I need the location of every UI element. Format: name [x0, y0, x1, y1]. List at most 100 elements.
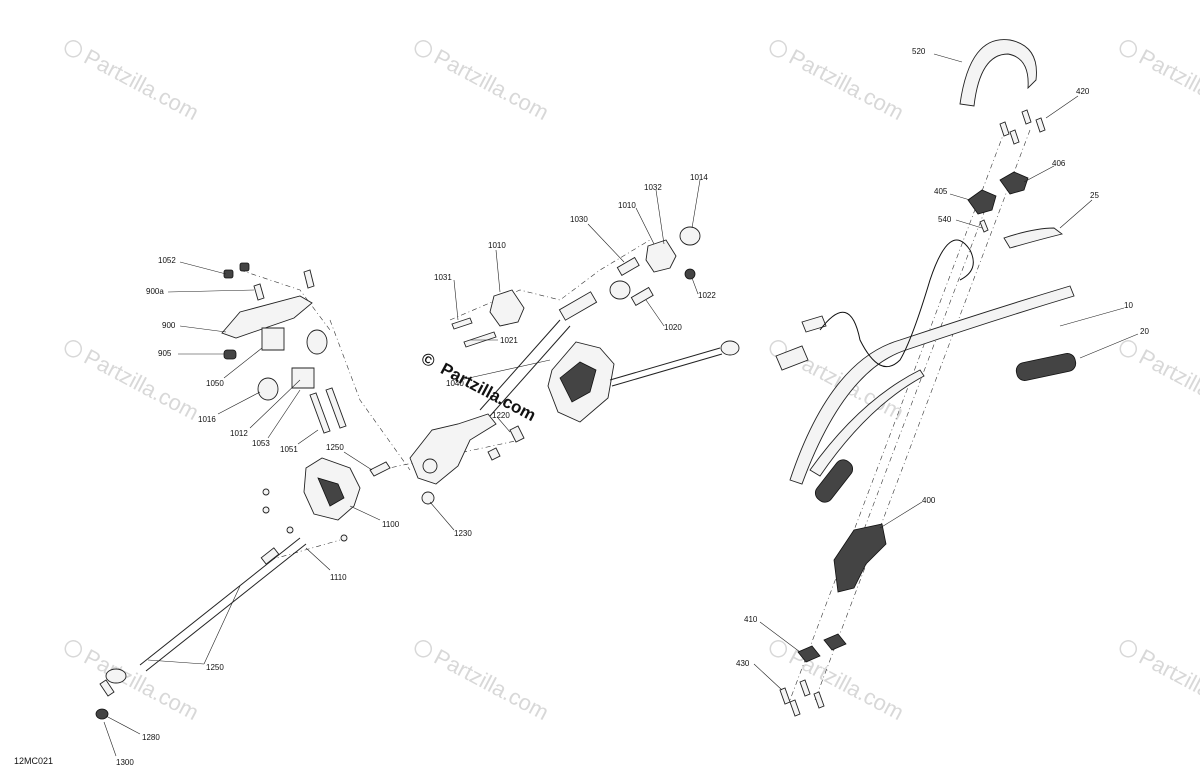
- rod-end-right: [720, 340, 740, 356]
- upper-bracket-assembly: [221, 262, 347, 434]
- callout-label: 540: [938, 215, 952, 224]
- washer-1230: [421, 491, 435, 505]
- callout-label: 420: [1076, 87, 1090, 96]
- callout-label: 10: [1124, 301, 1133, 310]
- svg-text:Partzilla.com: Partzilla.com: [80, 44, 203, 125]
- callout-label: 900: [162, 321, 176, 330]
- bushing-1016: [257, 377, 279, 401]
- callout-label: 25: [1090, 191, 1099, 200]
- clamp-405: [967, 189, 997, 215]
- sleeve-1030: [616, 256, 640, 276]
- bolt-1051a: [309, 392, 331, 434]
- callout-label: 1010: [618, 201, 636, 210]
- grip-left: [814, 459, 854, 503]
- callout-label: 1280: [142, 733, 160, 742]
- callout-labels: 520 420 406 405 25 540 10 20 400 410 430…: [116, 47, 1149, 767]
- callout-label: 1110: [330, 573, 347, 582]
- callout-label: 1220: [492, 411, 510, 420]
- sleeve-1020: [630, 286, 654, 306]
- bushing-1016-upper: [306, 329, 328, 355]
- callout-label: 1016: [198, 415, 216, 424]
- bolt-430a: [779, 687, 791, 705]
- svg-text:Partzilla.com: Partzilla.com: [430, 644, 553, 725]
- bolt-420b: [1021, 109, 1032, 125]
- watermark-tile: Partzilla.com: [769, 40, 908, 125]
- bracket-900: [221, 295, 313, 339]
- watermark-tile: Partzilla.com: [1119, 640, 1200, 725]
- callout-label: 1022: [698, 291, 716, 300]
- svg-text:©: ©: [418, 349, 438, 372]
- clamp-1010-right: [645, 239, 677, 273]
- callout-label: 430: [736, 659, 750, 668]
- bolt-900a: [253, 283, 265, 301]
- steering-support-1100: [262, 457, 391, 542]
- callout-label: 1030: [570, 215, 588, 224]
- connector: [801, 315, 827, 333]
- callout-label: 1021: [500, 336, 518, 345]
- steering-head-cover: [547, 340, 740, 423]
- svg-text:Partzilla.com: Partzilla.com: [430, 44, 553, 125]
- callout-label: 1052: [158, 256, 176, 265]
- watermark-tile: Partzilla.com: [64, 340, 203, 425]
- bushing-1020: [609, 280, 631, 300]
- callout-label: 1250: [326, 443, 344, 452]
- clamp-406: [999, 171, 1029, 195]
- wiring-harness: [819, 239, 974, 368]
- watermark-tile: Partzilla.com: [1119, 340, 1200, 425]
- watermark-tile: Partzilla.com: [414, 40, 553, 125]
- handlebar-tube-10: [789, 285, 1075, 485]
- callout-label: 400: [922, 496, 936, 505]
- bolt-1031: [451, 317, 473, 330]
- column-arm: [409, 413, 497, 485]
- bolt-540: [979, 219, 989, 233]
- bolt-top: [303, 269, 315, 289]
- callout-label: 1300: [116, 758, 134, 767]
- clamp-1050-lower: [291, 367, 315, 389]
- callout-label: 405: [934, 187, 948, 196]
- assembly-axes: [239, 129, 1031, 701]
- bolt-1021: [463, 331, 497, 348]
- callout-label: 905: [158, 349, 172, 358]
- washer-905: [223, 349, 237, 360]
- svg-text:Partzilla.com: Partzilla.com: [80, 344, 203, 425]
- bushing-1014: [679, 226, 701, 246]
- callout-label: 1010: [488, 241, 506, 250]
- steering-shaft-1110: [95, 537, 307, 720]
- bolt-430d: [813, 691, 825, 709]
- callout-label: 1100: [382, 520, 400, 529]
- bolt-420a: [999, 121, 1010, 137]
- callout-label: 1040: [446, 379, 464, 388]
- clamp-1050-upper: [261, 327, 285, 351]
- bolt-1250: [369, 461, 391, 477]
- callout-label: 1053: [252, 439, 270, 448]
- nut-1052b: [239, 262, 250, 272]
- bolt-420d: [1035, 117, 1046, 133]
- svg-text:Partzilla.com: Partzilla.com: [785, 44, 908, 125]
- leader-lines: [103, 53, 1139, 757]
- clamp-410a: [797, 645, 821, 663]
- clamp-410b: [823, 633, 847, 651]
- handlebar-assembly: [775, 39, 1077, 717]
- bolt-430c: [789, 699, 801, 717]
- clamp-1010-center: [489, 289, 525, 327]
- bolt-1051b: [325, 387, 347, 429]
- callout-label: 20: [1140, 327, 1149, 336]
- bolt-430b: [799, 679, 811, 697]
- bolt-1220: [509, 425, 525, 443]
- watermark-tile: Partzilla.com: [414, 640, 553, 725]
- callout-label: 1032: [644, 183, 662, 192]
- svg-text:Partzilla.com: Partzilla.com: [1135, 644, 1200, 725]
- riser-clamp-400: [833, 523, 887, 593]
- copyright-stamp: © Partzilla.com: [418, 349, 539, 425]
- throttle-lever-25: [1003, 227, 1064, 249]
- watermark-tile: Partzilla.com: [1119, 40, 1200, 125]
- callout-label: 1014: [690, 173, 708, 182]
- callout-label: 1031: [434, 273, 452, 282]
- watermark-tile: Partzilla.com: [64, 640, 203, 725]
- callout-label: 1230: [454, 529, 472, 538]
- callout-label: 520: [912, 47, 926, 56]
- switch-housing: [775, 345, 809, 371]
- steering-column-assembly: [409, 226, 701, 505]
- callout-label: 1051: [280, 445, 298, 454]
